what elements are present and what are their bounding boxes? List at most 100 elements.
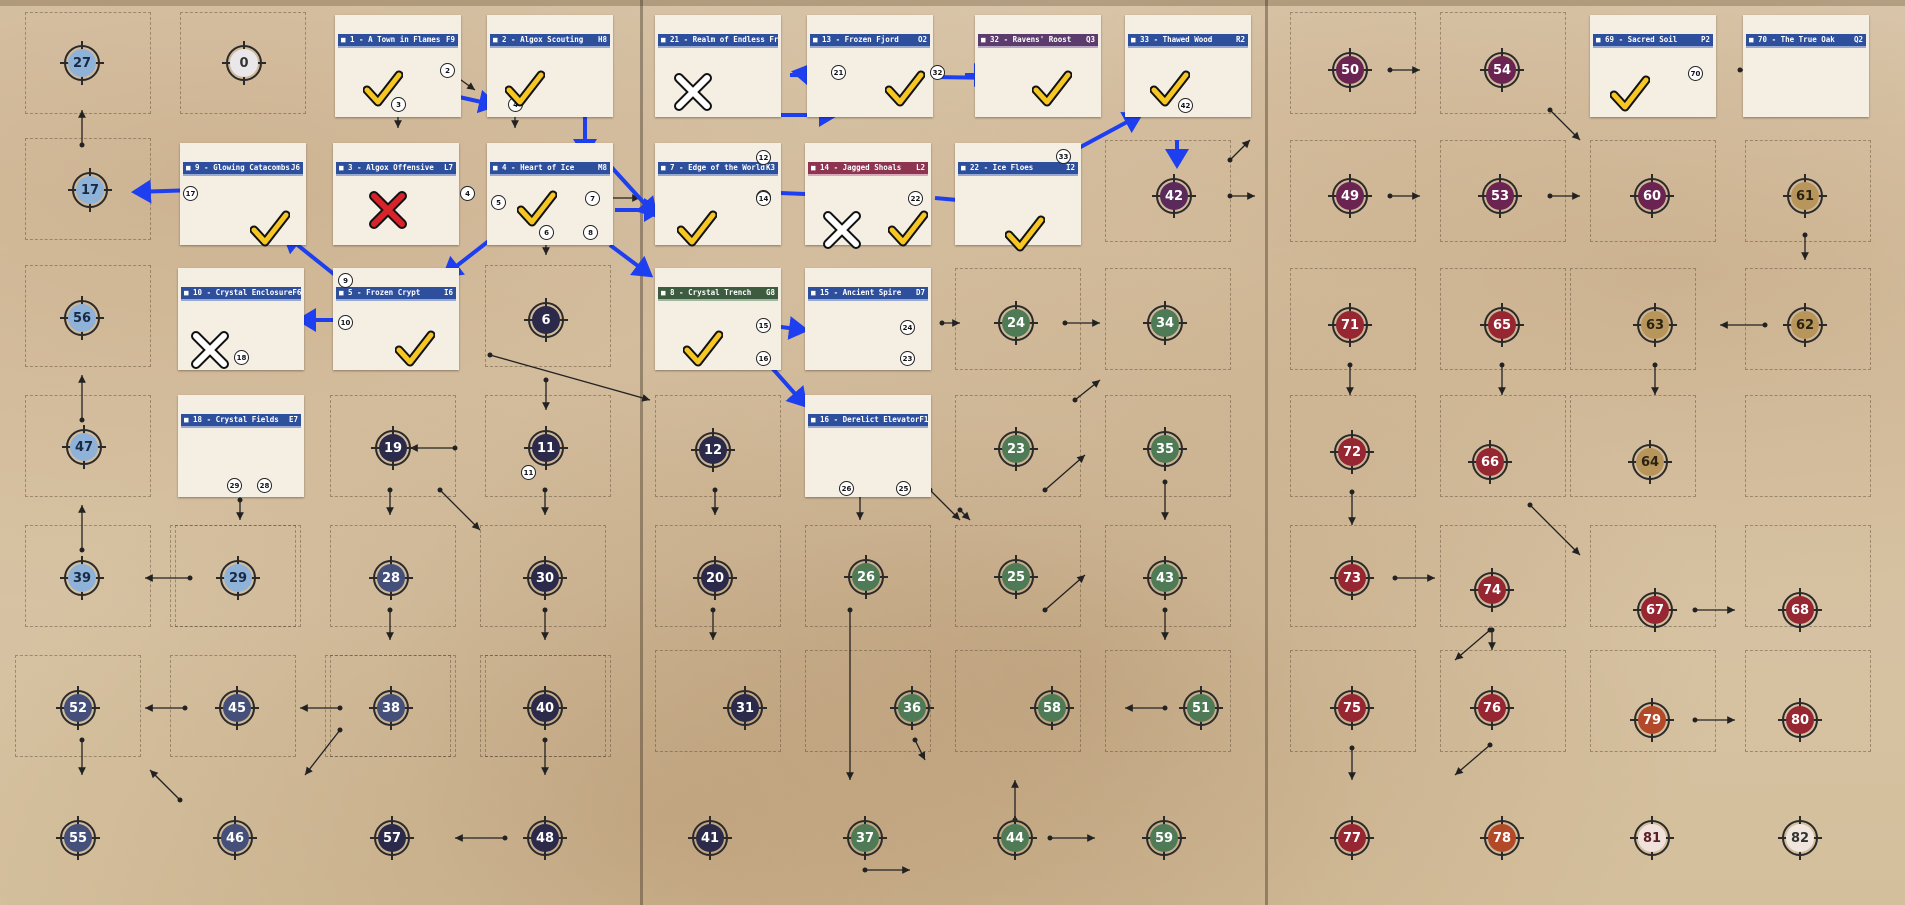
token-number: 44 [1005, 830, 1025, 846]
card-header-underline [490, 46, 610, 48]
scenario-token-34[interactable]: 34 [1143, 301, 1187, 345]
link-badge: 2 [440, 63, 455, 78]
token-number: 55 [68, 830, 88, 846]
scenario-token-61[interactable]: 61 [1783, 174, 1827, 218]
scenario-token-63[interactable]: 63 [1633, 303, 1677, 347]
scenario-token-74[interactable]: 74 [1470, 568, 1514, 612]
connection-dot [939, 320, 945, 326]
card-title: ■ 13 - Frozen Fjord [813, 35, 899, 44]
scenario-token-36[interactable]: 36 [890, 686, 934, 730]
card-slot [1290, 525, 1416, 627]
scenario-token-23[interactable]: 23 [994, 427, 1038, 471]
scenario-token-26[interactable]: 26 [844, 555, 888, 599]
token-number: 75 [1342, 700, 1362, 716]
scenario-token-45[interactable]: 45 [215, 686, 259, 730]
scenario-token-55[interactable]: 55 [56, 816, 100, 860]
scenario-token-43[interactable]: 43 [1143, 556, 1187, 600]
scenario-token-47[interactable]: 47 [62, 425, 106, 469]
scenario-token-58[interactable]: 58 [1030, 686, 1074, 730]
scenario-token-0[interactable]: 0 [222, 41, 266, 85]
scenario-token-75[interactable]: 75 [1330, 686, 1374, 730]
scenario-token-66[interactable]: 66 [1468, 440, 1512, 484]
scenario-token-60[interactable]: 60 [1630, 174, 1674, 218]
card-location: L2 [915, 163, 925, 172]
scenario-token-64[interactable]: 64 [1628, 440, 1672, 484]
scenario-token-12[interactable]: 12 [691, 428, 735, 472]
board-fold-right [1265, 0, 1268, 905]
card-title: ■ 4 - Heart of Ice [493, 163, 575, 172]
scenario-token-25[interactable]: 25 [994, 555, 1038, 599]
scenario-token-49[interactable]: 49 [1328, 174, 1372, 218]
token-number: 41 [700, 830, 720, 846]
scenario-token-31[interactable]: 31 [723, 686, 767, 730]
scenario-token-27[interactable]: 27 [60, 41, 104, 85]
token-number: 28 [381, 570, 401, 586]
scenario-token-80[interactable]: 80 [1778, 698, 1822, 742]
scenario-token-67[interactable]: 67 [1633, 588, 1677, 632]
scenario-token-76[interactable]: 76 [1470, 686, 1514, 730]
scenario-token-52[interactable]: 52 [56, 686, 100, 730]
scenario-token-20[interactable]: 20 [693, 556, 737, 600]
token-number: 59 [1154, 830, 1174, 846]
scenario-token-53[interactable]: 53 [1478, 174, 1522, 218]
scenario-token-17[interactable]: 17 [68, 168, 112, 212]
scenario-token-30[interactable]: 30 [523, 556, 567, 600]
scenario-token-24[interactable]: 24 [994, 301, 1038, 345]
scenario-token-71[interactable]: 71 [1328, 303, 1372, 347]
scenario-token-62[interactable]: 62 [1783, 303, 1827, 347]
connection-dot [543, 377, 549, 383]
scenario-token-65[interactable]: 65 [1480, 303, 1524, 347]
scenario-token-54[interactable]: 54 [1480, 48, 1524, 92]
scenario-token-40[interactable]: 40 [523, 686, 567, 730]
scenario-token-51[interactable]: 51 [1179, 686, 1223, 730]
scenario-card-21[interactable]: ■ 21 - Realm of Endless FrostM1 [655, 15, 781, 117]
scenario-token-77[interactable]: 77 [1330, 816, 1374, 860]
scenario-token-29[interactable]: 29 [216, 556, 260, 600]
scenario-token-42[interactable]: 42 [1152, 174, 1196, 218]
scenario-token-59[interactable]: 59 [1142, 816, 1186, 860]
scenario-token-50[interactable]: 50 [1328, 48, 1372, 92]
scenario-token-79[interactable]: 79 [1630, 698, 1674, 742]
token-number: 76 [1482, 700, 1502, 716]
scenario-token-68[interactable]: 68 [1778, 588, 1822, 632]
scenario-token-72[interactable]: 72 [1330, 430, 1374, 474]
token-fill [852, 563, 880, 591]
scenario-token-6[interactable]: 6 [524, 298, 568, 342]
card-slot [1290, 12, 1416, 114]
scenario-token-28[interactable]: 28 [369, 556, 413, 600]
scenario-token-73[interactable]: 73 [1330, 556, 1374, 600]
token-fill [1791, 311, 1819, 339]
scenario-token-11[interactable]: 11 [524, 426, 568, 470]
scenario-token-39[interactable]: 39 [60, 556, 104, 600]
scenario-token-48[interactable]: 48 [523, 816, 567, 860]
link-badge: 3 [391, 97, 406, 112]
blocked-cross-icon [190, 330, 230, 374]
check-icon [682, 330, 724, 372]
scenario-token-78[interactable]: 78 [1480, 816, 1524, 860]
card-location: I6 [443, 288, 453, 297]
scenario-token-41[interactable]: 41 [688, 816, 732, 860]
scenario-token-81[interactable]: 81 [1630, 816, 1674, 860]
scenario-token-82[interactable]: 82 [1778, 816, 1822, 860]
token-number: 67 [1645, 602, 1665, 618]
scenario-token-37[interactable]: 37 [843, 816, 887, 860]
scenario-token-46[interactable]: 46 [213, 816, 257, 860]
scenario-token-57[interactable]: 57 [370, 816, 414, 860]
scenario-token-38[interactable]: 38 [369, 686, 413, 730]
link-badge: 5 [491, 195, 506, 210]
scenario-token-35[interactable]: 35 [1143, 427, 1187, 471]
scenario-card-16[interactable]: ■ 16 - Derelict ElevatorF10 [805, 395, 931, 497]
scenario-token-19[interactable]: 19 [371, 426, 415, 470]
card-slot [1105, 395, 1231, 497]
scenario-token-56[interactable]: 56 [60, 296, 104, 340]
scenario-token-44[interactable]: 44 [993, 816, 1037, 860]
